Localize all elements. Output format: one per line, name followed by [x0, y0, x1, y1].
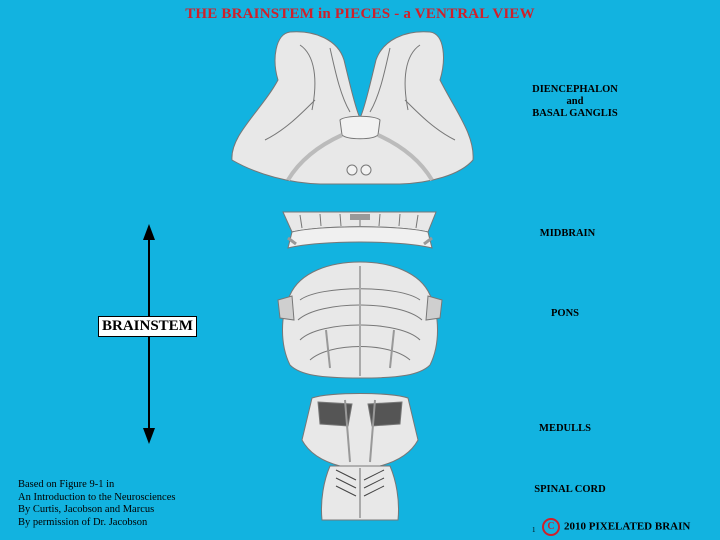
credit-line: By Curtis, Jacobson and Marcus — [18, 504, 155, 515]
spinal-cord-piece — [321, 465, 399, 521]
diencephalon-piece — [231, 31, 474, 185]
pons-piece — [277, 261, 443, 379]
credit-line: By permission of Dr. Jacobson — [18, 516, 148, 528]
medulla-piece — [301, 393, 419, 467]
diencephalon-label-line-3: BASAL GANGLIS — [532, 108, 618, 119]
credit-line: An Introduction to the Neurosciences — [18, 491, 176, 503]
midbrain-piece — [282, 211, 437, 249]
diencephalon-label: DIENCEPHALON and BASAL GANGLIS — [505, 84, 645, 120]
spinal-cord-label: SPINAL CORD — [534, 484, 606, 495]
diencephalon-label-line-1: DIENCEPHALON — [532, 84, 618, 95]
copyright-notice: C 2010 PIXELATED BRAIN — [542, 518, 690, 536]
source-credit: Based on Figure 9-1 in An Introduction t… — [18, 479, 175, 529]
copyright-text: 2010 PIXELATED BRAIN — [564, 520, 691, 533]
diencephalon-label-line-2: and — [566, 96, 584, 107]
midbrain-label: MIDBRAIN — [539, 228, 596, 239]
copyright-icon: C — [542, 518, 560, 536]
brainstem-label: BRAINSTEM — [98, 316, 197, 337]
medulla-label: MEDULLS — [539, 423, 591, 434]
page-mark: 1 — [532, 526, 536, 534]
page-title: THE BRAINSTEM in PIECES - a VENTRAL VIEW — [185, 6, 535, 22]
credit-line: Based on Figure 9-1 in — [18, 479, 115, 490]
pons-label: PONS — [550, 308, 579, 319]
